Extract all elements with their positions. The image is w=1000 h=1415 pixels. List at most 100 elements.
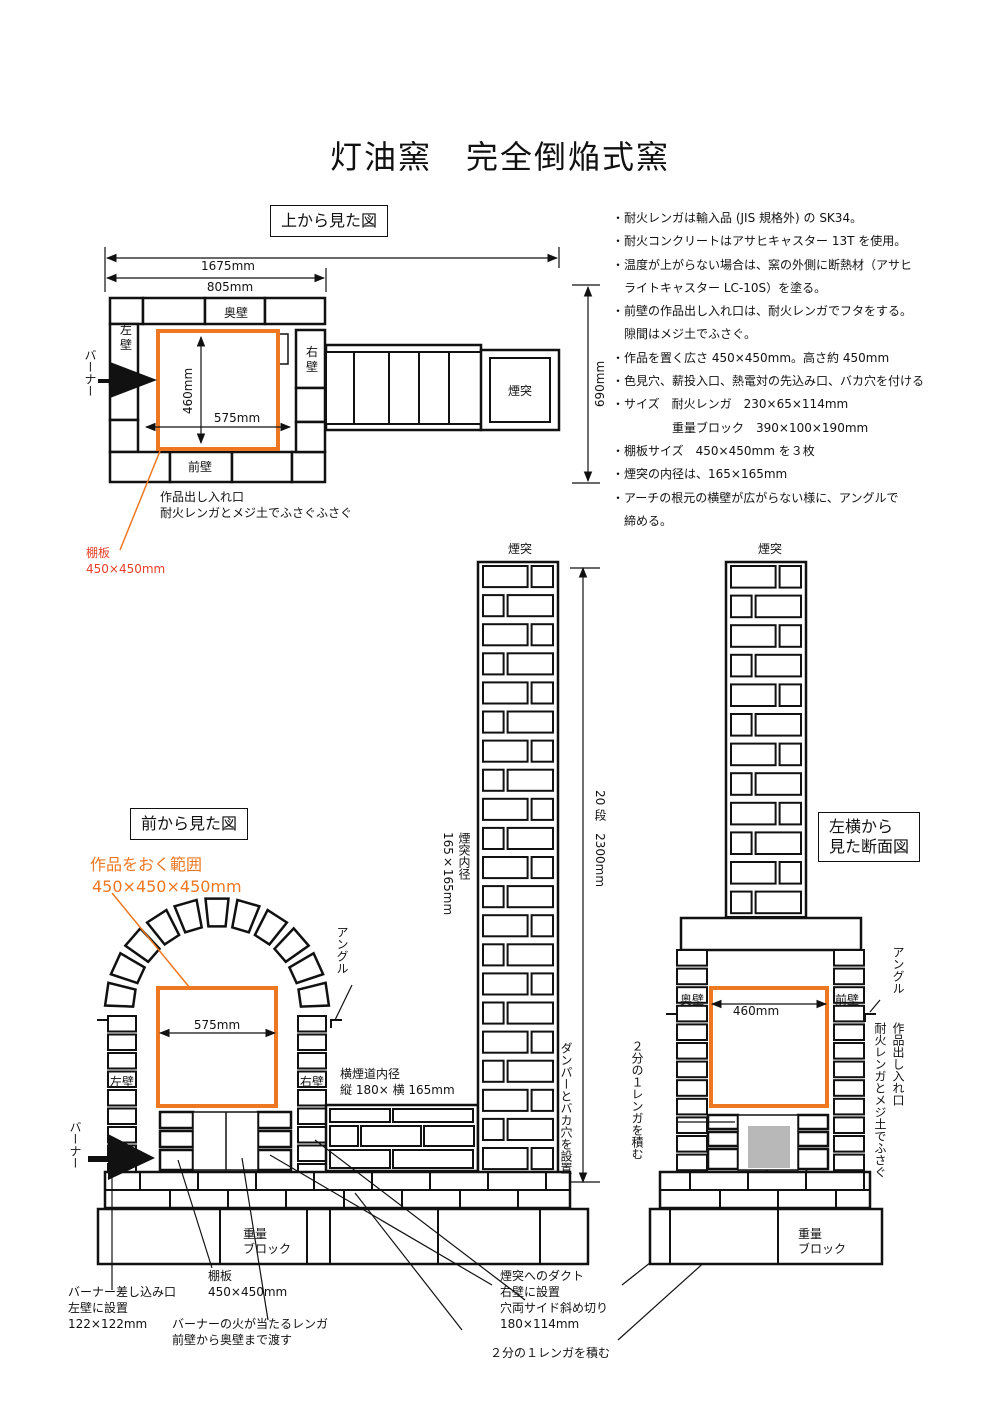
brick [530,623,554,647]
top-view-labels: 1675mm 805mm 奥壁 左 壁 右 壁 前壁 煙突 575mm 460m… [83,259,607,576]
front-inner-width-label: 575mm [194,1018,240,1032]
brick [297,1015,327,1033]
note-line: 重量ブロック 390×100×190mm [612,420,869,435]
side-block-label: ブロック [798,1241,846,1256]
note-line: ・煙突の内径は、165×165mm [612,467,788,482]
side-view-label: 左横から 見た断面図 [818,812,921,862]
brick [506,594,555,618]
burner-label: バーナー [83,349,97,397]
arch-brick [109,951,147,985]
brick [676,986,708,1004]
burner-port-label: バーナー差し込み口 [68,1285,176,1299]
chimney-inner-label: 煙突内径 [457,832,471,880]
brick [530,565,554,589]
front-shelf-label: 450×450mm [208,1285,287,1299]
top-chamber-outline [156,329,280,451]
brick [754,653,802,678]
side-chimney-label: 煙突 [758,541,782,556]
brick [778,861,802,885]
brick [482,1059,505,1083]
brick [730,861,777,885]
arch-brick [272,926,311,964]
brick [297,1070,327,1088]
brick [297,1052,327,1070]
side-view-labels: 煙突 アングル 奥壁 前壁 460mm 作品出し入れ口 耐火レンガとメジ土でふさ… [630,541,905,1256]
brick [530,739,554,763]
brick [297,1033,327,1051]
flame-brick-label: バーナーの火が当たるレンガ [172,1316,328,1331]
front-right-wall-label: 右壁 [300,1074,324,1089]
brick [107,1070,137,1088]
arch-brick [297,981,331,1008]
brick [676,1116,708,1135]
brick [482,1088,529,1112]
page-title: 灯油窯 完全倒焔式窯 [329,138,670,176]
brick [754,772,802,796]
note-line: ライトキャスター LC-10S）を塗る。 [612,280,827,295]
dim-body-label: 805mm [207,280,253,294]
brick [506,768,555,792]
front-left-wall-label: 左壁 [110,1074,134,1089]
brick [730,565,777,589]
top-view-label: 上から見た図 [270,205,389,237]
chimney-inner-size-label: 165×165mm [441,832,455,915]
brick [530,856,554,880]
brick [329,1108,391,1123]
brick [423,1125,475,1147]
note-line: ・アーチの根元の横壁が広がらない様に、アングルで [612,490,899,505]
half-brick-label: ２分の１レンガを積む [490,1345,610,1360]
brick [482,972,529,996]
brick [506,885,555,909]
brick [730,624,777,648]
brick [530,914,554,938]
duct-opening [748,1126,790,1168]
brick [482,797,529,821]
inner-width-label: 575mm [214,411,260,425]
flue-label: 横煙道内径 [340,1067,400,1081]
side-chimney-bricks [724,560,808,919]
brick [833,949,865,967]
note-line: ・前壁の作品出し入れ口は、耐火レンガでフタをする。 [612,304,913,319]
note-line: 締める。 [612,513,673,528]
arch-brick [230,898,262,934]
brick [107,1107,137,1125]
brick [107,1033,137,1051]
brick [833,1097,865,1116]
side-chamber-outline [709,986,829,1108]
brick [392,1149,474,1169]
brick [833,1135,865,1153]
duct-label: 煙突へのダクト [500,1268,584,1283]
brick [506,1117,555,1142]
brick [506,1001,555,1025]
brick [506,1059,555,1083]
side-half-brick-label: ２分の１レンガを積む [630,1040,644,1160]
duct-label: 穴両サイド斜め切り [500,1300,608,1315]
brick [297,1107,327,1125]
brick [833,1042,865,1060]
brick [482,565,529,589]
brick [833,1079,865,1097]
side-front-wall-label: 前壁 [835,992,859,1007]
front-view [88,560,819,1341]
brick [724,560,808,919]
door-label: 作品出し入れ口 [160,490,244,504]
front-shelf-label: 棚板 [208,1268,232,1283]
arch-brick [103,981,137,1008]
brick [778,624,802,648]
brick [482,826,505,851]
duct-label: 180×114mm [500,1317,579,1331]
side-back-wall [676,949,708,1172]
work-area-size-label: 450×450×450mm [92,877,242,896]
brick [833,1153,865,1172]
shelf-label: 棚板 [86,545,110,560]
brick [676,1079,708,1097]
back-wall-label: 奥壁 [224,305,248,320]
brick [730,594,753,619]
side-door-label: 作品出し入れ口 [891,1022,905,1106]
brick [530,1147,554,1171]
right-wall-label: 壁 [306,359,318,374]
brick [778,801,802,826]
brick [482,1030,529,1054]
brick [730,890,753,915]
front-view-labels: 作品をおく範囲 450×450×450mm アングル 575mm 左壁 右壁 バ… [68,541,610,1360]
